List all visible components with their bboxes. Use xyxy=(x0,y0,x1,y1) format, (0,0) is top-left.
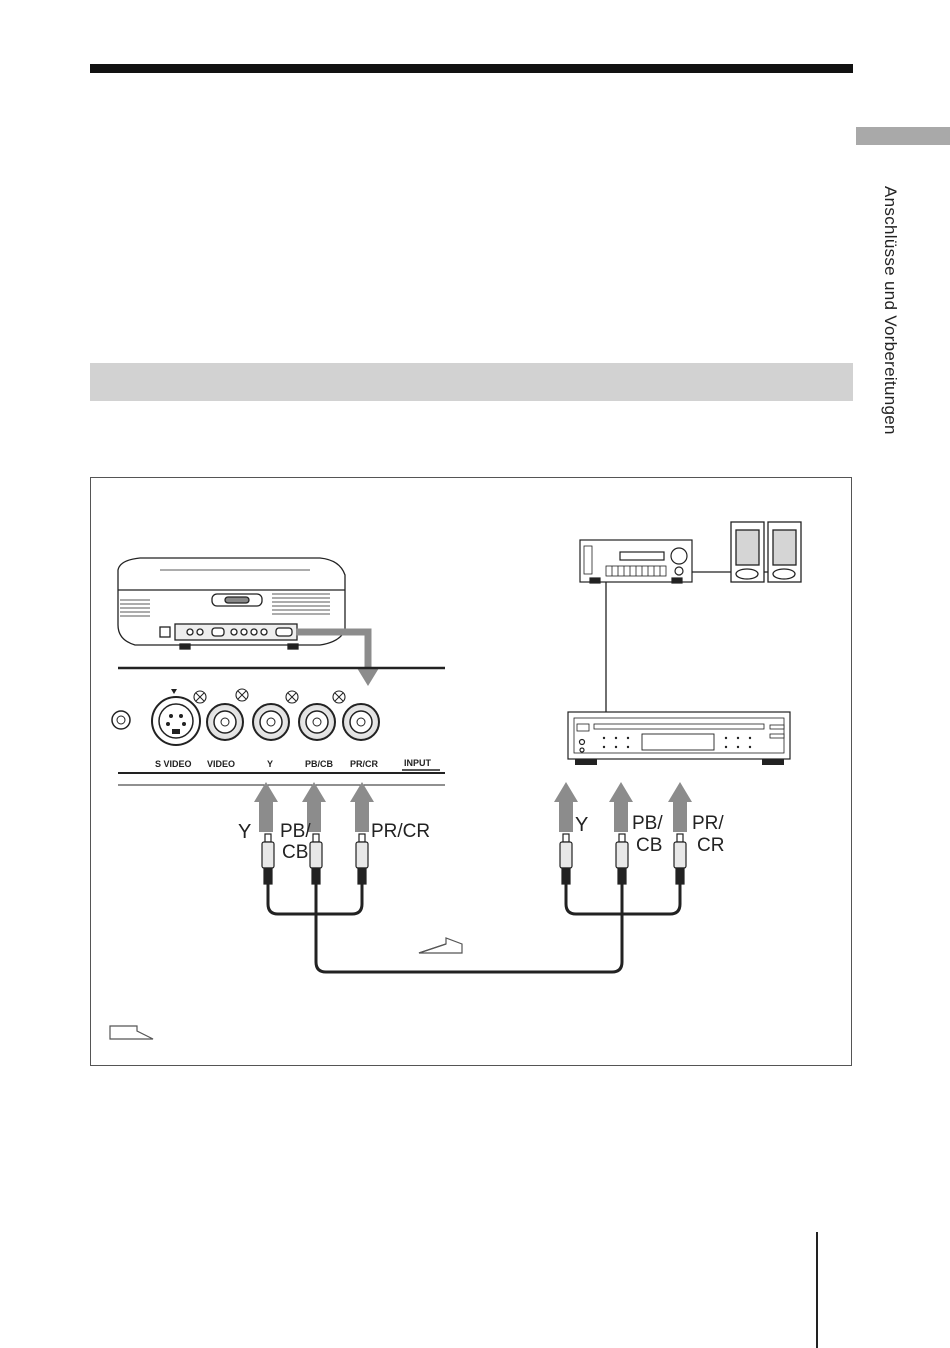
jack-label-s-video: S VIDEO xyxy=(155,759,192,769)
cable-label-left-y: Y xyxy=(238,821,251,843)
speaker-left-illustration xyxy=(731,522,764,582)
cable-label-right-pr: PR/ xyxy=(692,813,724,834)
dvd-player-illustration xyxy=(568,712,790,765)
component-cable xyxy=(268,884,680,972)
speaker-right-illustration xyxy=(768,522,801,582)
cable-label-right-cr: CR xyxy=(697,835,724,856)
cable-labels-right: Y PB/ CB PR/ CR xyxy=(575,813,724,856)
cable-label-left-cb: CB xyxy=(282,842,308,863)
cable-label-right-cb: CB xyxy=(636,835,662,856)
jack-label-y: Y xyxy=(267,759,273,769)
cable-label-right-pb: PB/ xyxy=(632,813,663,834)
cable-label-left-pr: PR/CR xyxy=(371,821,430,842)
jack-label-pb-cb: PB/CB xyxy=(305,759,334,769)
cable-label-right-y: Y xyxy=(575,814,588,836)
signal-arrows xyxy=(254,782,692,832)
rca-plugs xyxy=(262,834,686,884)
projector-input-panel: S VIDEO VIDEO Y PB/CB PR/CR INPUT xyxy=(112,668,445,785)
signal-flow-icon xyxy=(419,938,462,953)
input-group-label: INPUT xyxy=(404,758,432,768)
av-amplifier-illustration xyxy=(580,540,692,583)
jack-label-video: VIDEO xyxy=(207,759,235,769)
cable-label-left-pb: PB/ xyxy=(280,821,311,842)
jack-label-pr-cr: PR/CR xyxy=(350,759,379,769)
signal-flow-legend-icon xyxy=(110,1026,153,1039)
